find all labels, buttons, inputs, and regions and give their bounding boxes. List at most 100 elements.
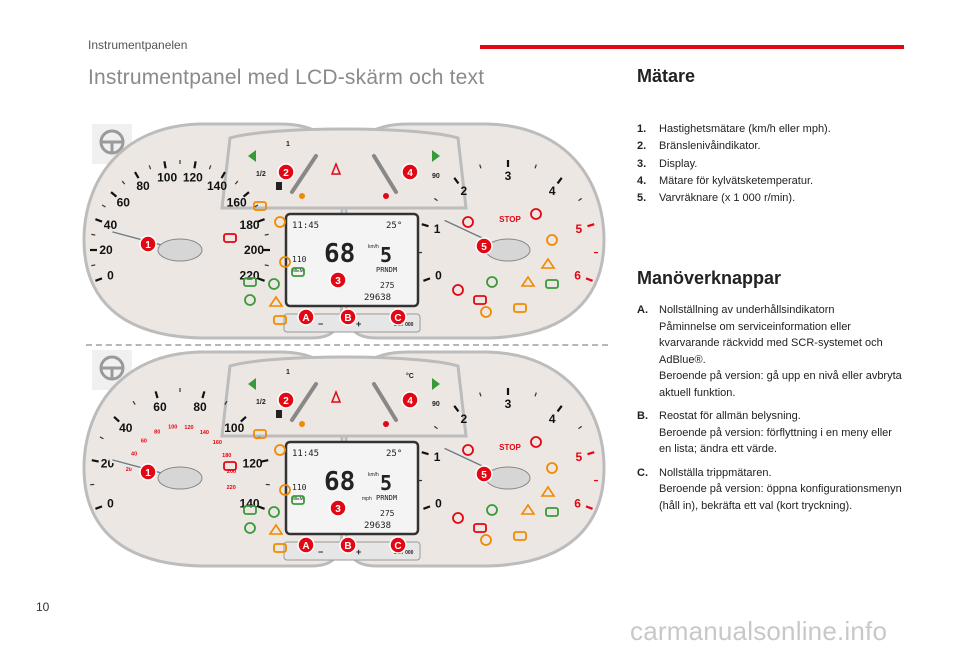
needle-hub: [485, 238, 531, 262]
warning-lamp-icon: [486, 276, 498, 288]
warning-lamp-icon: [273, 315, 287, 325]
mph-scale-label: 180: [222, 453, 231, 459]
callout-marker: [401, 163, 419, 181]
lcd-outside-temp: 25°: [386, 221, 402, 231]
warning-lamp-icon: [530, 436, 542, 448]
mph-scale-label: 80: [154, 429, 160, 435]
dial-tick-label: 4: [549, 184, 556, 198]
dial-tick-label: 3: [505, 169, 512, 183]
dial-tick: [95, 277, 103, 282]
page-number: 10: [36, 600, 50, 614]
fuel-pump-icon: [276, 182, 282, 190]
warning-lamp-icon: [480, 306, 492, 318]
warning-lamp-icon: [486, 504, 498, 516]
list-item: C. Nollställa trippmätaren. Beroende på …: [637, 466, 902, 512]
dial-tick: [556, 177, 563, 185]
dial-minor-tick: [208, 165, 212, 170]
warning-lamp-icon: [530, 208, 542, 220]
fuel-needle: [290, 382, 318, 422]
callout-marker: [329, 271, 347, 289]
dial-minor-tick: [224, 400, 228, 405]
callout-label: 1: [145, 240, 151, 251]
warning-lamp-icon: [253, 201, 267, 211]
dial-tick-label: 3: [505, 397, 512, 411]
temp-needle: [372, 382, 398, 422]
callout-marker: [339, 536, 357, 554]
dial-tick-label: 180: [240, 218, 260, 232]
dial-tick: [556, 405, 563, 413]
button-minus-label: −: [318, 547, 323, 557]
upper-gauge-pod: [220, 355, 468, 438]
temp-needle: [372, 154, 398, 194]
warning-lamp-icon: [462, 216, 474, 228]
dial-minor-tick: [99, 436, 104, 440]
warning-lamp-icon: [279, 256, 291, 268]
callout-label: A: [302, 313, 309, 324]
dial-minor-tick: [433, 197, 438, 202]
dial-tick-label: 200: [244, 243, 264, 257]
fuel-pump-icon: [276, 410, 282, 418]
dial-tick: [242, 191, 250, 198]
callout-label: B: [344, 541, 351, 552]
temp-arrow-icon: [432, 378, 440, 390]
mph-scale-label: 40: [131, 452, 137, 458]
dial-tick-label: 6: [574, 497, 581, 511]
dial-tick-label: 60: [153, 400, 167, 414]
callout-marker: [297, 308, 315, 326]
dial-tick-label: 5: [576, 450, 583, 464]
dashed-divider: [86, 344, 608, 346]
warning-lamp-icon: [268, 506, 280, 518]
lcd-speed-unit: km/h: [368, 472, 379, 478]
dial-minor-tick: [578, 197, 583, 202]
lcd-odometer: 29638: [364, 521, 391, 531]
dial-tick-label: 2: [460, 184, 467, 198]
dial-tick-label: 5: [576, 222, 583, 236]
dial-tick: [240, 415, 247, 423]
dial-minor-tick: [91, 233, 96, 236]
warning-lamp-icon: [520, 503, 536, 515]
dial-tick-label: 1: [434, 450, 441, 464]
warning-lamp-icon: [244, 294, 256, 306]
dial-tick: [193, 161, 197, 169]
mph-scale-label: 160: [213, 440, 222, 446]
warning-lamp-icon: [274, 216, 286, 228]
callout-marker: [277, 163, 295, 181]
lcd-display: [284, 212, 420, 308]
dial-minor-tick: [234, 180, 239, 185]
dial-tick-label: 0: [435, 269, 442, 283]
callout-label: 4: [407, 396, 413, 407]
warning-lamp-icon: [243, 277, 257, 287]
header-accent-bar: [480, 45, 904, 49]
lcd-clock: 11:45: [292, 221, 319, 231]
fuel-half-label: 1/2: [256, 171, 266, 178]
temp-unit-label: °C: [406, 372, 414, 380]
lcd-outside-temp: 25°: [386, 449, 402, 459]
dial-minor-tick: [578, 425, 583, 430]
dial-tick: [220, 171, 226, 179]
dial-tick: [257, 218, 265, 223]
callout-label: 5: [481, 242, 487, 253]
dial-minor-tick: [479, 392, 482, 397]
temp-mark-label: 90: [432, 401, 440, 408]
mph-scale-label: 140: [200, 430, 209, 436]
warning-lamp-icon: [546, 234, 558, 246]
lcd-range: 275: [380, 281, 395, 290]
controls-heading: Manöverknappar: [637, 268, 782, 288]
watermark: carmanualsonline.info: [630, 616, 888, 646]
dial-minor-tick: [91, 264, 96, 267]
fuel-arrow-icon: [248, 378, 256, 390]
warning-lamp-icon: [273, 543, 287, 553]
list-item: 5.Varvräknare (x 1 000 r/min).: [637, 192, 796, 205]
dial-tick-label: 120: [243, 457, 263, 471]
dial-tick-label: 140: [207, 179, 227, 193]
button-plus-label: +: [356, 547, 361, 557]
gauges-heading: Mätare: [637, 66, 696, 86]
dial-tick-label: 0: [435, 497, 442, 511]
seatbelt-icon: [330, 161, 342, 175]
lcd-range: 275: [380, 509, 395, 518]
dial-tick: [453, 177, 460, 185]
warning-lamp-icon: [223, 233, 237, 243]
mph-scale-label: 20: [126, 467, 132, 473]
list-item: 4.Mätare för kylvätsketemperatur.: [637, 174, 814, 187]
